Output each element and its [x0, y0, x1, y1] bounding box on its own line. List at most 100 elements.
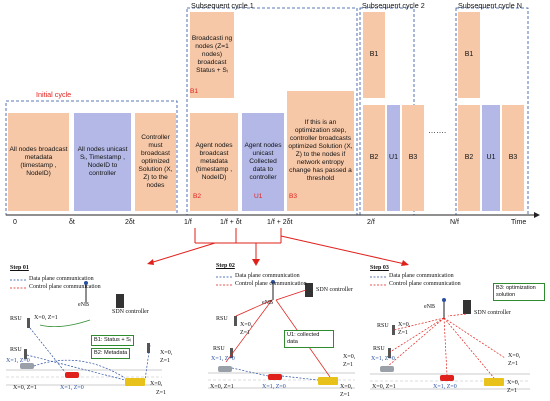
tick-dt: δt — [69, 219, 75, 226]
tick-2dt: 2δt — [125, 219, 135, 226]
cycle2-u1-block: U1 — [387, 105, 400, 211]
cyclen-b1-block: B1 — [458, 12, 480, 98]
step1-legend-data: Data plane communication — [29, 276, 94, 282]
tick-nf: N/f — [450, 219, 459, 226]
agent-broadcast-block: Agent nodes broadcast metadata (timestam… — [190, 113, 238, 211]
step1-node-4: X=1, Z=0 — [60, 385, 84, 391]
cycle2-b2-block: B2 — [363, 105, 385, 211]
step2-node-5: Z=1 — [343, 362, 354, 368]
step1-rsu-icon — [27, 318, 30, 328]
step2-server-icon — [305, 283, 313, 297]
step3-node-7: X=1, Z=0 — [433, 384, 457, 390]
step1-legend-control: Control plane communication — [29, 284, 101, 290]
cyclen-b2-block: B2 — [458, 105, 480, 211]
step2-node-9: Z=1 — [340, 392, 351, 398]
step3-title: Step 03 — [370, 265, 389, 271]
step1-enb-label: eNB — [78, 302, 89, 308]
step1-bus — [125, 378, 145, 386]
tick-time: Time — [511, 219, 527, 226]
step1-node-8: Z=1 — [156, 390, 167, 396]
step3-callout-optimization: B3: optimization solution — [493, 283, 545, 301]
step1-car-2 — [65, 372, 79, 378]
step2-enb-label: eNB — [262, 300, 273, 306]
step1-rsu-label: RSU — [10, 316, 22, 322]
cycle2-b1-block: B1 — [363, 12, 385, 98]
step3-legend-data: Data plane communication — [389, 273, 454, 279]
step2-car-1 — [218, 366, 232, 372]
subsequent-cycle-1-label: Subsequent cycle 1 — [191, 1, 254, 10]
step2-callout-collected: U1: collected data — [284, 330, 334, 348]
step1-rsu2-icon — [24, 349, 27, 359]
step2-node-1: X=0, — [240, 322, 253, 328]
step2-legend-control: Control plane communication — [235, 281, 307, 287]
step2-legend-data: Data plane communication — [235, 273, 300, 279]
arrow-head-step2 — [252, 259, 260, 266]
step2-rsu2-icon — [230, 348, 233, 358]
initial-cycle-label: Initial cycle — [36, 90, 72, 99]
step3-node-8: X=0, — [507, 380, 520, 386]
step3-node-5: Z=1 — [508, 361, 519, 367]
step2-bus — [318, 377, 338, 385]
tick-1f-dt: 1/f + δt — [220, 219, 242, 226]
step3-enb-label: eNB — [424, 304, 435, 310]
step2-car-2 — [268, 374, 282, 380]
arrow-head-step3 — [401, 260, 409, 266]
agent-unicast-block: Agent nodes unicast Collected data to co… — [242, 113, 284, 211]
step1-node-5: X=0, — [160, 350, 173, 356]
step1-node-2: X=1, Z=0 — [6, 358, 30, 364]
step3-sdn-label: SDN controller — [474, 310, 511, 316]
cyclen-b3-block: B3 — [502, 105, 524, 211]
step3-node-9: Z=1 — [507, 388, 518, 394]
step1-node-6: Z=1 — [160, 358, 171, 364]
step1-callout-status: B1: Status + Sᵢ — [91, 335, 134, 346]
step2-node-4: X=0, — [343, 354, 356, 360]
step2-node-8: X=0, — [340, 384, 353, 390]
step2-node-7: X=1, Z=0 — [262, 384, 286, 390]
step2-node-2: Z=1 — [240, 330, 251, 336]
step3-car-2 — [440, 375, 454, 381]
step1-node-1: X=0, Z=1 — [34, 315, 58, 321]
optimization-step-block: If this is an optimization step, control… — [287, 91, 354, 211]
step1-sdn-label: SDN controller — [112, 309, 149, 315]
subsequent-cycle-n-label: Subsequent cycle N — [458, 1, 522, 10]
step1-node-3: X=0, Z=1 — [13, 385, 37, 391]
step-connectors — [149, 228, 406, 265]
step3-rsu2-icon — [388, 348, 391, 358]
step2-title: Step 02 — [216, 263, 235, 269]
step1-car-1 — [20, 363, 34, 369]
step3-node-2: Z=1 — [398, 330, 409, 336]
step3-legend-control: Control plane communication — [389, 281, 461, 287]
label-b2-red: B2 — [193, 193, 202, 200]
arrow-head-step1 — [147, 259, 154, 265]
ellipsis: ……. — [428, 126, 447, 135]
step1-rsu2-label: RSU — [10, 347, 22, 353]
step3-rsu-icon — [392, 325, 395, 335]
step3-node-1: X=0, — [398, 322, 411, 328]
step1-server-icon — [116, 294, 124, 308]
step2-node-6: X=0, Z=1 — [210, 384, 234, 390]
tick-1f: 1/f — [184, 219, 192, 226]
step3-rsu-label: RSU — [377, 323, 389, 329]
step3-node-6: X=0, Z=1 — [372, 384, 396, 390]
controller-broadcast-block: Controller must broadcast optimized Solu… — [135, 113, 176, 211]
step2-node-3: X=1, Z=0 — [211, 356, 235, 362]
step3-server-icon — [463, 300, 471, 314]
time-axis-arrow — [534, 212, 540, 218]
subsequent-cycle-2-label: Subsequent cycle 2 — [362, 1, 425, 10]
step3-car-1 — [380, 366, 394, 372]
step1-title: Step 01 — [10, 265, 29, 271]
tick-0: 0 — [13, 219, 17, 226]
label-b3-red: B3 — [289, 193, 298, 200]
step1-node-7: X=0, — [150, 381, 163, 387]
broadcasting-nodes-block: Broadcasti ng nodes (Z=1 nodes) broadcas… — [190, 12, 234, 98]
all-nodes-broadcast-block: All nodes broadcast metadata (timestamp … — [8, 113, 69, 211]
step1-callout-metadata: B2: Metadata — [91, 348, 131, 359]
tick-2f: 2/f — [367, 219, 375, 226]
step2-sdn-label: SDN controller — [316, 287, 353, 293]
step2-rsu2-label: RSU — [213, 346, 225, 352]
step3-bus — [484, 378, 504, 386]
